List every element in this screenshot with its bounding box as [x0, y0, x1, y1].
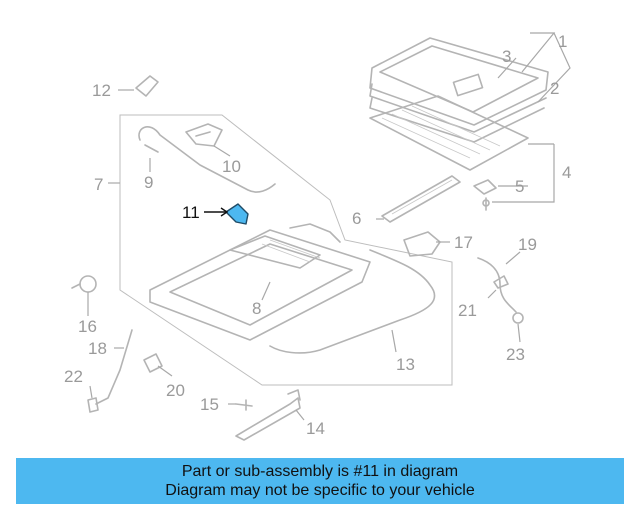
bracket-14-part [235, 389, 301, 441]
callout-8: 8 [252, 299, 261, 318]
fitting-20-part [143, 353, 163, 373]
bracket-11-highlighted-part[interactable] [204, 203, 249, 225]
cable-19-part [477, 257, 524, 324]
callout-1: 1 [558, 32, 567, 51]
callout-5: 5 [515, 177, 524, 196]
callout-11[interactable]: 11 [182, 203, 200, 222]
bracket-10-part [185, 123, 223, 147]
callout-21: 21 [458, 301, 477, 320]
leader-lines [87, 32, 571, 421]
sunshade-part [369, 95, 529, 171]
sunroof-frame-part [149, 223, 371, 341]
seal-strip-part [138, 126, 276, 193]
clip-12-part [135, 75, 159, 97]
callout-10: 10 [222, 157, 241, 176]
callout-22: 22 [64, 367, 83, 386]
callout-3: 3 [502, 47, 511, 66]
callout-2: 2 [550, 79, 559, 98]
fitting-22-part [87, 397, 99, 413]
rod-18-part [95, 329, 133, 405]
callout-14: 14 [306, 419, 325, 438]
motor-17-part [403, 231, 441, 257]
parts-diagram: 1 2 3 4 5 6 7 8 9 10 11 12 13 14 15 16 1… [64, 32, 571, 441]
callout-23: 23 [506, 345, 525, 364]
banner-line-1: Part or sub-assembly is #11 in diagram [181, 463, 459, 480]
glass-panel-part [369, 37, 549, 143]
callout-12: 12 [92, 81, 111, 100]
frame-outline [119, 114, 453, 386]
callout-6: 6 [352, 209, 361, 228]
callout-19: 19 [518, 235, 537, 254]
callout-9: 9 [144, 173, 153, 192]
callout-20: 20 [166, 381, 185, 400]
callout-17: 17 [454, 233, 473, 252]
callout-15: 15 [200, 395, 219, 414]
callout-16: 16 [78, 317, 97, 336]
callout-7: 7 [94, 175, 103, 194]
callout-4: 4 [562, 163, 571, 182]
screw-15-part [235, 399, 253, 411]
guide-rail-6-part [381, 175, 461, 223]
callout-18: 18 [88, 339, 107, 358]
drain-hose-13-part [269, 249, 436, 354]
info-banner: Part or sub-assembly is #11 in diagram D… [16, 458, 624, 504]
banner-line-2: Diagram may not be specific to your vehi… [165, 482, 475, 499]
bracket-5-part [473, 179, 497, 211]
switch-16-part [71, 275, 97, 293]
callout-13: 13 [396, 355, 415, 374]
